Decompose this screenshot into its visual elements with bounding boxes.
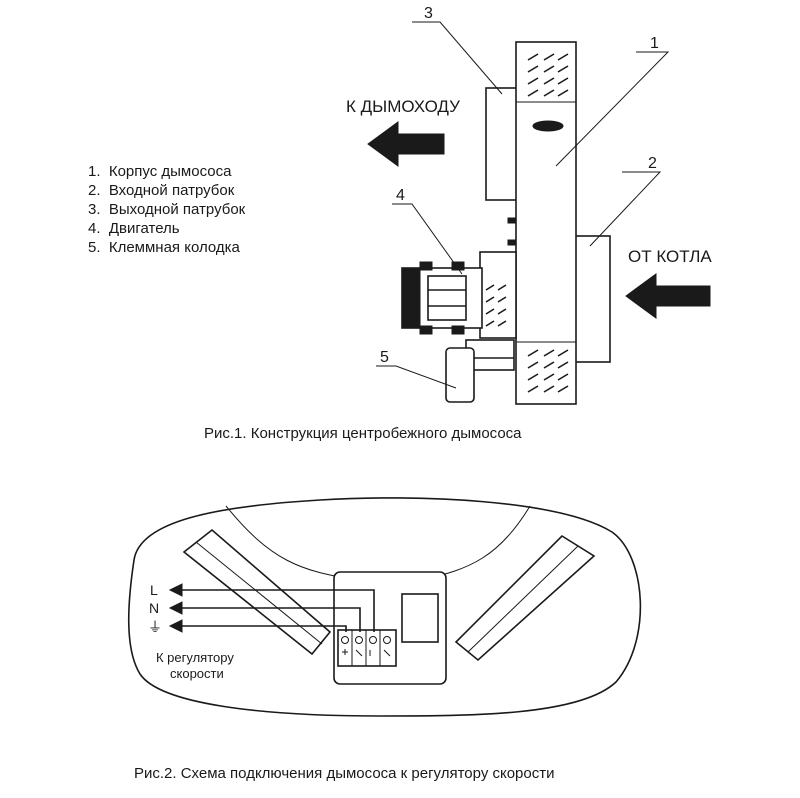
direction-from-boiler-label: ОТ КОТЛА <box>628 247 712 266</box>
controller-label: скорости <box>170 666 224 681</box>
leader-lines <box>376 21 670 389</box>
callout-5: 5 <box>380 349 389 366</box>
casing-outline <box>127 497 642 717</box>
cable-gland <box>401 593 439 643</box>
legend-item: 2. Входной патрубок <box>88 182 235 199</box>
top-vent-slots <box>527 53 569 97</box>
right-support-bar <box>454 534 596 662</box>
controller-label: К регулятору <box>156 650 234 665</box>
device-top-view <box>127 497 642 717</box>
parts-legend: 1. Корпус дымососа 2. Входной патрубок 3… <box>88 163 246 256</box>
wire-label-line: L <box>150 582 158 598</box>
callout-3: 3 <box>424 5 433 22</box>
wire-label-neutral: N <box>149 600 159 616</box>
legend-item: 3. Выходной патрубок <box>88 201 246 218</box>
outlet-pipe <box>485 87 521 201</box>
terminal-box <box>445 339 515 403</box>
figure1-caption: Рис.1. Конструкция центробежного дымосос… <box>204 425 522 442</box>
legend-item: 4. Двигатель <box>88 220 180 237</box>
legend-item: 5. Клеммная колодка <box>88 239 241 256</box>
motor <box>401 261 483 335</box>
direction-to-chimney-label: К ДЫМОХОДУ <box>346 97 460 116</box>
figure2-caption: Рис.2. Схема подключения дымососа к регу… <box>134 765 555 782</box>
inlet-pipe <box>571 235 611 363</box>
fan-assembly <box>401 41 611 405</box>
callout-4: 4 <box>396 187 405 204</box>
motor-flange <box>479 251 517 339</box>
callout-1: 1 <box>650 35 659 52</box>
legend-item: 1. Корпус дымососа <box>88 163 232 180</box>
arrow-to-chimney <box>367 121 445 167</box>
arrow-from-boiler <box>625 273 711 319</box>
wires <box>168 583 375 633</box>
brand-badge <box>532 120 564 132</box>
earth-symbol-icon: ⏚ <box>148 619 162 635</box>
terminal-strip <box>337 629 397 667</box>
callout-2: 2 <box>648 155 657 172</box>
bottom-vent-slots <box>527 349 569 393</box>
